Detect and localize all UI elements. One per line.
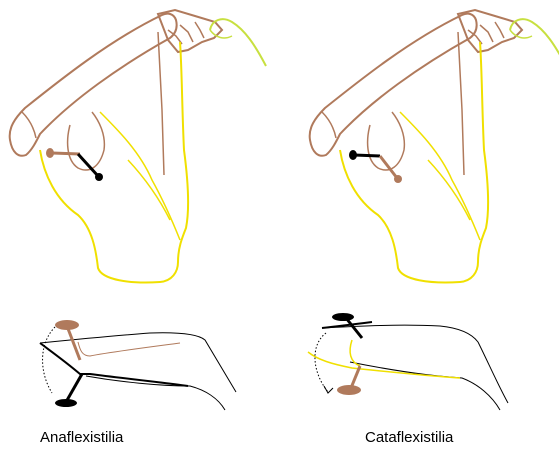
head-block [458, 10, 522, 52]
stylus-brown-shaft [52, 153, 80, 154]
bottom-right-schematic [308, 313, 508, 410]
stylus-lower-head [55, 399, 77, 407]
arc-arrowhead [324, 386, 333, 393]
top-right-diagram [310, 10, 559, 282]
bottom-left-schematic [40, 320, 236, 410]
top-left-diagram [10, 10, 266, 282]
stylus-brown-head [46, 148, 54, 158]
stylus-lower-head [337, 385, 361, 395]
vertical-rod [458, 32, 464, 175]
body-bottom-outline [350, 362, 500, 410]
yellow-inner-line-1 [400, 112, 480, 240]
yellow-inner-line-1 [100, 112, 180, 240]
movement-arc [315, 333, 328, 392]
caption-anaflexistilia: Anaflexistilia [40, 429, 123, 446]
stylus-black-head [95, 173, 103, 181]
stylus-brown-head [394, 175, 402, 183]
stylus-black-head [349, 150, 357, 160]
head-block [158, 10, 222, 52]
arm-segment-line [322, 112, 336, 138]
stylus-lower-shaft [66, 374, 82, 402]
joint-lobe [368, 112, 405, 170]
stylus-upper-head [55, 320, 79, 330]
yellow-contour [308, 352, 460, 378]
stylus-lower-shaft [351, 366, 360, 388]
stylus-bent-line [40, 343, 188, 386]
caption-cataflexistilia: Cataflexistilia [365, 429, 453, 446]
stylus-black-shaft [78, 154, 98, 176]
stylus-upper-shaft [346, 318, 362, 338]
vertical-rod [158, 32, 164, 175]
movement-arc [43, 327, 55, 393]
brown-contour [78, 342, 180, 356]
stylus-black-shaft [354, 155, 380, 156]
stylus-upper-head [332, 313, 354, 321]
arm-segment-line [22, 112, 36, 138]
